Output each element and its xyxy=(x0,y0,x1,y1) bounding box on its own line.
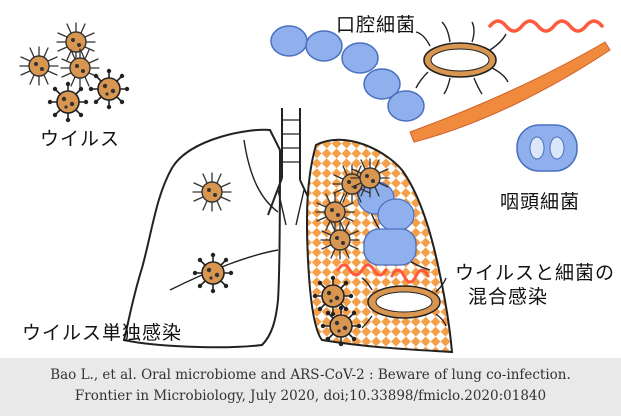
citation-line-1: Bao L., et al. Oral microbiome and ARS-C… xyxy=(0,367,621,383)
virus-only-infection-label: ウイルス単独感染 xyxy=(22,318,182,345)
citation-line-2: Frontier in Microbiology, July 2020, doi… xyxy=(0,388,621,404)
mixed-infection-label-line2: 混合感染 xyxy=(468,282,548,309)
flagellated-bacterium xyxy=(416,22,508,94)
citation-caption: Bao L., et al. Oral microbiome and ARS-C… xyxy=(0,358,621,416)
virus-cluster xyxy=(20,23,129,122)
coccus-chain xyxy=(271,26,424,121)
oral-bacteria-label: 口腔細菌 xyxy=(336,10,416,37)
pharyngeal-bacteria-label: 咽頭細菌 xyxy=(500,187,580,214)
virus-label: ウイルス xyxy=(40,124,120,151)
spirochete xyxy=(490,21,602,31)
mixed-infection-label-line1: ウイルスと細菌の xyxy=(455,258,615,285)
pharyngeal-bacteria xyxy=(517,125,577,171)
